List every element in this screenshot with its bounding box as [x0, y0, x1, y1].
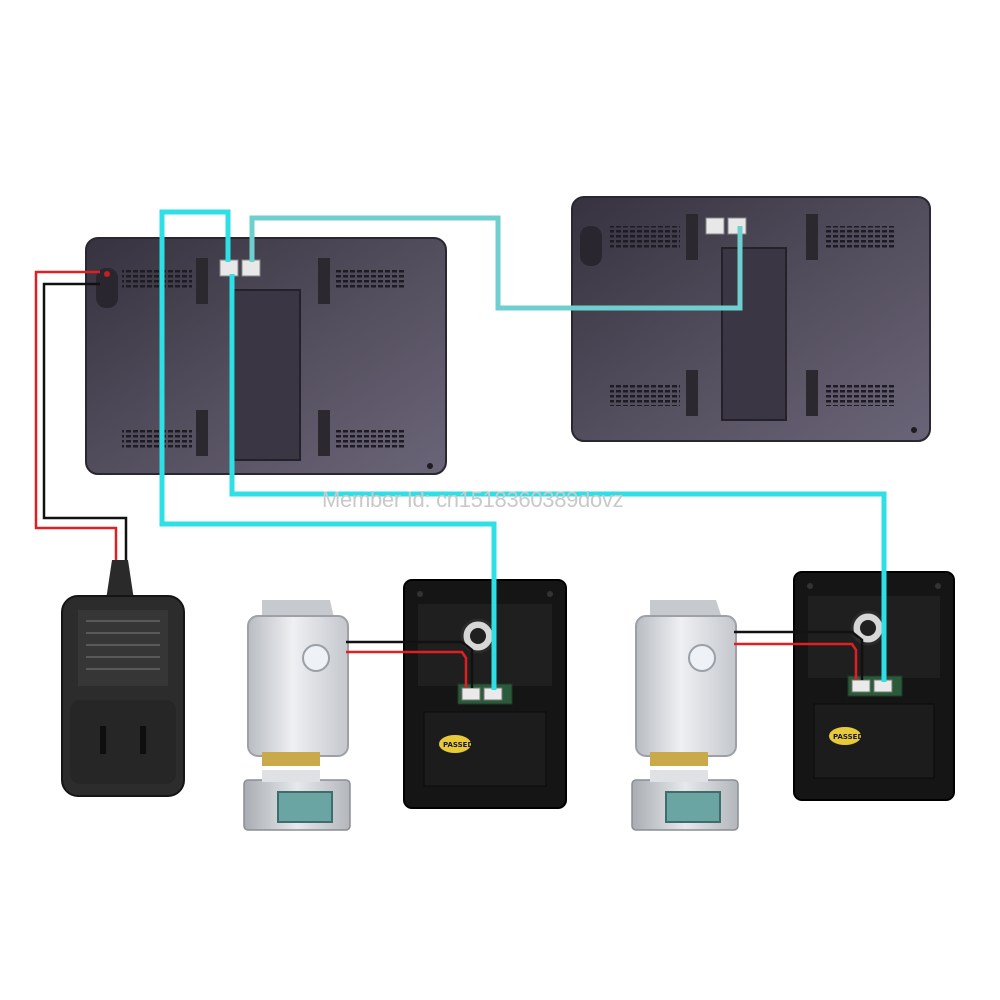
monitor-connector	[705, 217, 725, 235]
red-led	[104, 271, 110, 277]
camera-connector	[851, 679, 871, 693]
outdoor-camera-2: PASSED	[793, 571, 955, 801]
passed-sticker-text: PASSED	[833, 733, 863, 741]
camera-connector	[461, 687, 481, 701]
cable-monitor-to-extension	[249, 215, 743, 311]
lock-wire-red	[346, 650, 468, 688]
wall-mount-hook	[686, 214, 698, 260]
lock-bolt	[262, 752, 320, 766]
lock-1-wires	[346, 640, 474, 688]
indoor-monitor-main	[85, 237, 447, 475]
monitor-speaker-jack	[580, 226, 602, 266]
strike-opening	[277, 791, 333, 823]
wall-mount-hook	[318, 258, 330, 304]
plug-prong	[140, 726, 146, 754]
electric-lock-1	[243, 600, 351, 831]
passed-sticker-text: PASSED	[443, 741, 473, 749]
adapter-cable-strain-relief	[106, 560, 134, 600]
member-id-watermark: Member Id: cn1518360389dovz	[322, 487, 624, 512]
battery-compartment	[233, 289, 301, 461]
lock-keyhole	[688, 644, 716, 672]
monitor-connector	[241, 259, 261, 277]
power-wire-black	[42, 282, 128, 560]
indoor-monitor-extension	[571, 196, 931, 442]
plug-face	[70, 700, 176, 784]
cable-monitor-to-camera-2	[229, 274, 887, 682]
power-wire-red	[34, 270, 118, 560]
lock-2-wires	[734, 630, 864, 680]
power-adapter	[61, 560, 185, 797]
lock-wire-black	[346, 640, 474, 688]
adapter-label	[78, 610, 168, 686]
wall-mount-hook	[196, 410, 208, 456]
wall-mount-hook	[806, 370, 818, 416]
cable-monitor-to-camera-1	[159, 209, 497, 690]
monitor-speaker-jack	[96, 268, 118, 308]
plug-prong	[100, 726, 106, 754]
passed-sticker	[829, 727, 861, 745]
wall-mount-hook	[196, 258, 208, 304]
lock-wire-red	[734, 642, 858, 680]
power-wires	[34, 270, 128, 560]
monitor-connector	[727, 217, 747, 235]
outdoor-camera-1: PASSED	[403, 579, 567, 809]
passed-sticker	[439, 735, 471, 753]
lock-keyhole	[302, 644, 330, 672]
wall-mount-hook	[806, 214, 818, 260]
wall-mount-hook	[686, 370, 698, 416]
wall-mount-hook	[318, 410, 330, 456]
battery-compartment	[721, 247, 787, 421]
monitor-connector	[219, 259, 239, 277]
strike-opening	[665, 791, 721, 823]
electric-lock-2	[631, 600, 739, 831]
lock-bolt	[650, 752, 708, 766]
lock-wire-black	[734, 630, 864, 680]
